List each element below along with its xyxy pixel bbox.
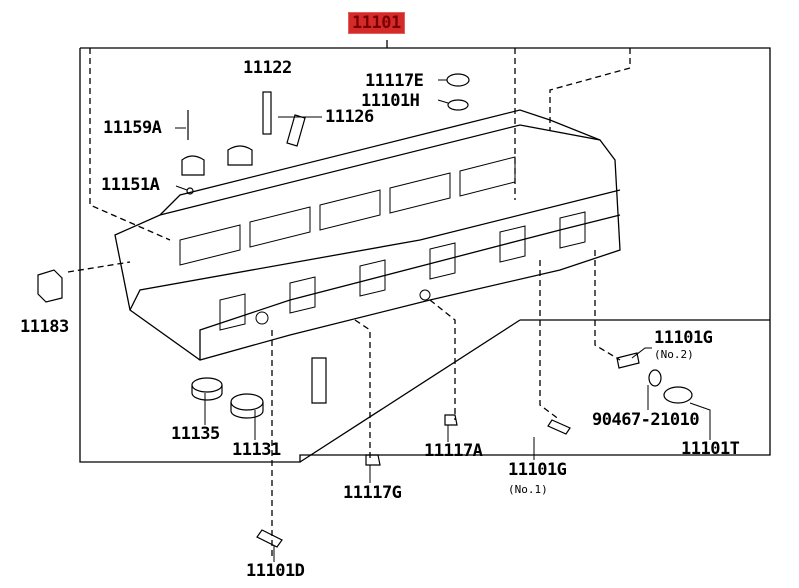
part-11131-callout[interactable]: 11131 bbox=[232, 440, 281, 460]
part-11135-callout[interactable]: 11135 bbox=[171, 424, 220, 444]
part-11101D-callout[interactable]: 11101D bbox=[246, 561, 305, 581]
part-11122-callout[interactable]: 11122 bbox=[243, 58, 292, 78]
part-11101T-callout[interactable]: 11101T bbox=[681, 439, 740, 459]
assembly-frame bbox=[79, 47, 771, 463]
part-11101G-no2-note: (No.2) bbox=[654, 348, 694, 361]
part-11101G-no1-note: (No.1) bbox=[508, 483, 548, 496]
part-11159A-callout[interactable]: 11159A bbox=[103, 118, 162, 138]
part-11117G-callout[interactable]: 11117G bbox=[343, 483, 402, 503]
part-11101G-no2-callout[interactable]: 11101G bbox=[654, 328, 713, 348]
part-11101-callout[interactable]: 11101 bbox=[348, 12, 405, 34]
part-11183-callout[interactable]: 11183 bbox=[20, 317, 69, 337]
part-11126-callout[interactable]: 11126 bbox=[325, 107, 374, 127]
part-11117E-callout[interactable]: 11117E bbox=[365, 71, 424, 91]
part-11151A-callout[interactable]: 11151A bbox=[101, 175, 160, 195]
part-90467-21010-callout[interactable]: 90467-21010 bbox=[592, 410, 700, 430]
part-11101G-no1-callout[interactable]: 11101G bbox=[508, 460, 567, 480]
part-11101H-callout[interactable]: 11101H bbox=[361, 91, 420, 111]
part-11183 bbox=[37, 269, 63, 303]
part-11117A-callout[interactable]: 11117A bbox=[424, 441, 483, 461]
cylinder-head bbox=[114, 109, 621, 361]
valve-guide-part bbox=[262, 91, 272, 135]
leader-lines bbox=[67, 48, 631, 560]
valve-guide-part-2 bbox=[286, 114, 306, 147]
